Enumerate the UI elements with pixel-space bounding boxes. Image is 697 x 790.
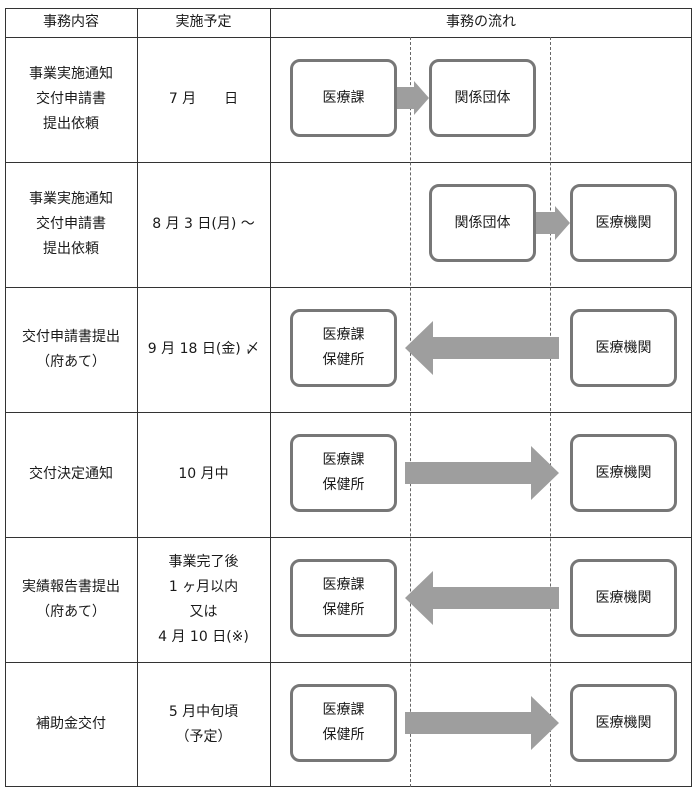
flow-box-from: 医療課 保健所 [290, 684, 397, 762]
header-task: 事務内容 [5, 8, 137, 37]
header-divider [5, 37, 692, 38]
task-line: 提出依頼 [43, 116, 99, 132]
task-line: 実績報告書提出 [22, 578, 120, 595]
schedule-cell: 9 月 18 日(金) 〆 [137, 287, 270, 412]
flow-box-from: 医療課 [290, 59, 397, 137]
flow-box-to: 医療機関 [570, 434, 677, 512]
table-row: 事業実施通知 交付申請書 提出依頼 8 月 3 日(月) ～ 関係団体 医療機関 [0, 162, 697, 287]
flow-box-to: 医療機関 [570, 184, 677, 262]
flow-box-label: 医療機関 [595, 589, 652, 606]
flow-box-label: 医療課 [322, 89, 365, 106]
header-flow-label: 事務の流れ [446, 14, 516, 30]
header-schedule-label: 実施予定 [175, 14, 232, 30]
column-divider [270, 8, 271, 787]
flow-box-label: 医療機関 [595, 214, 652, 231]
flow-lane-divider [410, 37, 411, 787]
task-cell: 交付申請書提出 （府あて） [5, 287, 137, 412]
flow-arrow-icon [536, 206, 570, 240]
task-cell: 補助金交付 [5, 662, 137, 787]
column-divider [137, 8, 138, 787]
row-divider [5, 537, 692, 538]
schedule-cell: 事業完了後 1 ヶ月以内 又は 4 月 10 日(※) [137, 537, 270, 662]
flow-box-label: 医療課 [322, 327, 365, 343]
flow-box-label: 医療課 [322, 702, 365, 718]
flow-box-label: 保健所 [322, 602, 365, 618]
flow-arrow-icon [397, 81, 429, 115]
task-cell: 事業実施通知 交付申請書 提出依頼 [5, 162, 137, 287]
row-divider [5, 662, 692, 663]
schedule-cell: 10 月中 [137, 412, 270, 537]
schedule-line: 事業完了後 [168, 553, 239, 570]
flow-box-label: 医療機関 [595, 464, 652, 481]
arrow-shape [405, 571, 559, 625]
arrow-shape [405, 446, 559, 500]
flow-box-label: 保健所 [322, 727, 365, 743]
schedule-line: 10 月中 [178, 466, 229, 482]
flow-box-from: 医療課 保健所 [290, 434, 397, 512]
flow-box-label: 関係団体 [454, 214, 511, 231]
task-cell: 実績報告書提出 （府あて） [5, 537, 137, 662]
schedule-line: 8 月 3 日(月) ～ [152, 216, 255, 232]
schedule-cell: 8 月 3 日(月) ～ [137, 162, 270, 287]
flow-arrow-icon [405, 696, 559, 750]
flow-arrow-icon [405, 446, 559, 500]
flow-arrow-icon [405, 571, 559, 625]
schedule-cell: 7 月 日 [137, 37, 270, 162]
header-flow: 事務の流れ [270, 8, 692, 37]
arrow-shape [405, 696, 559, 750]
flow-lane-divider [550, 37, 551, 787]
flow-box-to: 医療課 保健所 [290, 309, 397, 387]
schedule-line: 1 ヶ月以内 [168, 578, 239, 595]
schedule-line: 7 月 日 [168, 91, 239, 107]
task-line: 交付申請書 [36, 216, 106, 232]
flow-box-label: 医療課 [322, 452, 365, 468]
row-divider [5, 162, 692, 163]
flow-box-label: 医療機関 [595, 714, 652, 731]
table-frame [5, 8, 692, 787]
row-divider [5, 412, 692, 413]
task-cell: 事業実施通知 交付申請書 提出依頼 [5, 37, 137, 162]
schedule-line: 9 月 18 日(金) 〆 [147, 341, 260, 357]
task-line: 補助金交付 [36, 716, 106, 732]
flow-box-label: 医療機関 [595, 339, 652, 356]
flow-arrow-icon [405, 321, 559, 375]
task-line: 交付申請書提出 [22, 328, 120, 345]
task-line: （府あて） [36, 603, 106, 620]
flow-box-to: 関係団体 [429, 59, 536, 137]
table-row: 交付決定通知 10 月中 医療課 保健所 医療機関 [0, 412, 697, 537]
flow-box-to: 医療課 保健所 [290, 559, 397, 637]
table-row: 事業実施通知 交付申請書 提出依頼 7 月 日 医療課 関係団体 [0, 37, 697, 162]
flow-box-label: 関係団体 [454, 89, 511, 106]
task-cell: 交付決定通知 [5, 412, 137, 537]
header-schedule: 実施予定 [137, 8, 270, 37]
flow-box-label: 医療課 [322, 577, 365, 593]
task-line: （府あて） [36, 353, 106, 370]
flow-box-from: 関係団体 [429, 184, 536, 262]
table-row: 実績報告書提出 （府あて） 事業完了後 1 ヶ月以内 又は 4 月 10 日(※… [0, 537, 697, 662]
header-task-label: 事務内容 [43, 14, 99, 30]
row-divider [5, 287, 692, 288]
flow-box-to: 医療機関 [570, 684, 677, 762]
schedule-line: 5 月中旬頃 [168, 703, 239, 720]
schedule-line: （予定） [175, 728, 232, 745]
flow-box-from: 医療機関 [570, 559, 677, 637]
task-line: 事業実施通知 [29, 66, 113, 82]
table-row: 補助金交付 5 月中旬頃 （予定） 医療課 保健所 医療機関 [0, 662, 697, 787]
flow-box-label: 保健所 [322, 352, 365, 368]
arrow-shape [397, 81, 429, 115]
arrow-shape [536, 206, 570, 240]
flow-box-from: 医療機関 [570, 309, 677, 387]
schedule-cell: 5 月中旬頃 （予定） [137, 662, 270, 787]
schedule-line: 又は [189, 603, 218, 620]
flow-box-label: 保健所 [322, 477, 365, 493]
task-line: 交付申請書 [36, 91, 106, 107]
task-line: 交付決定通知 [29, 466, 113, 482]
arrow-shape [405, 321, 559, 375]
task-line: 提出依頼 [43, 241, 99, 257]
task-line: 事業実施通知 [29, 191, 113, 207]
table-row: 交付申請書提出 （府あて） 9 月 18 日(金) 〆 医療課 保健所 医療機関 [0, 287, 697, 412]
schedule-line: 4 月 10 日(※) [158, 628, 249, 645]
